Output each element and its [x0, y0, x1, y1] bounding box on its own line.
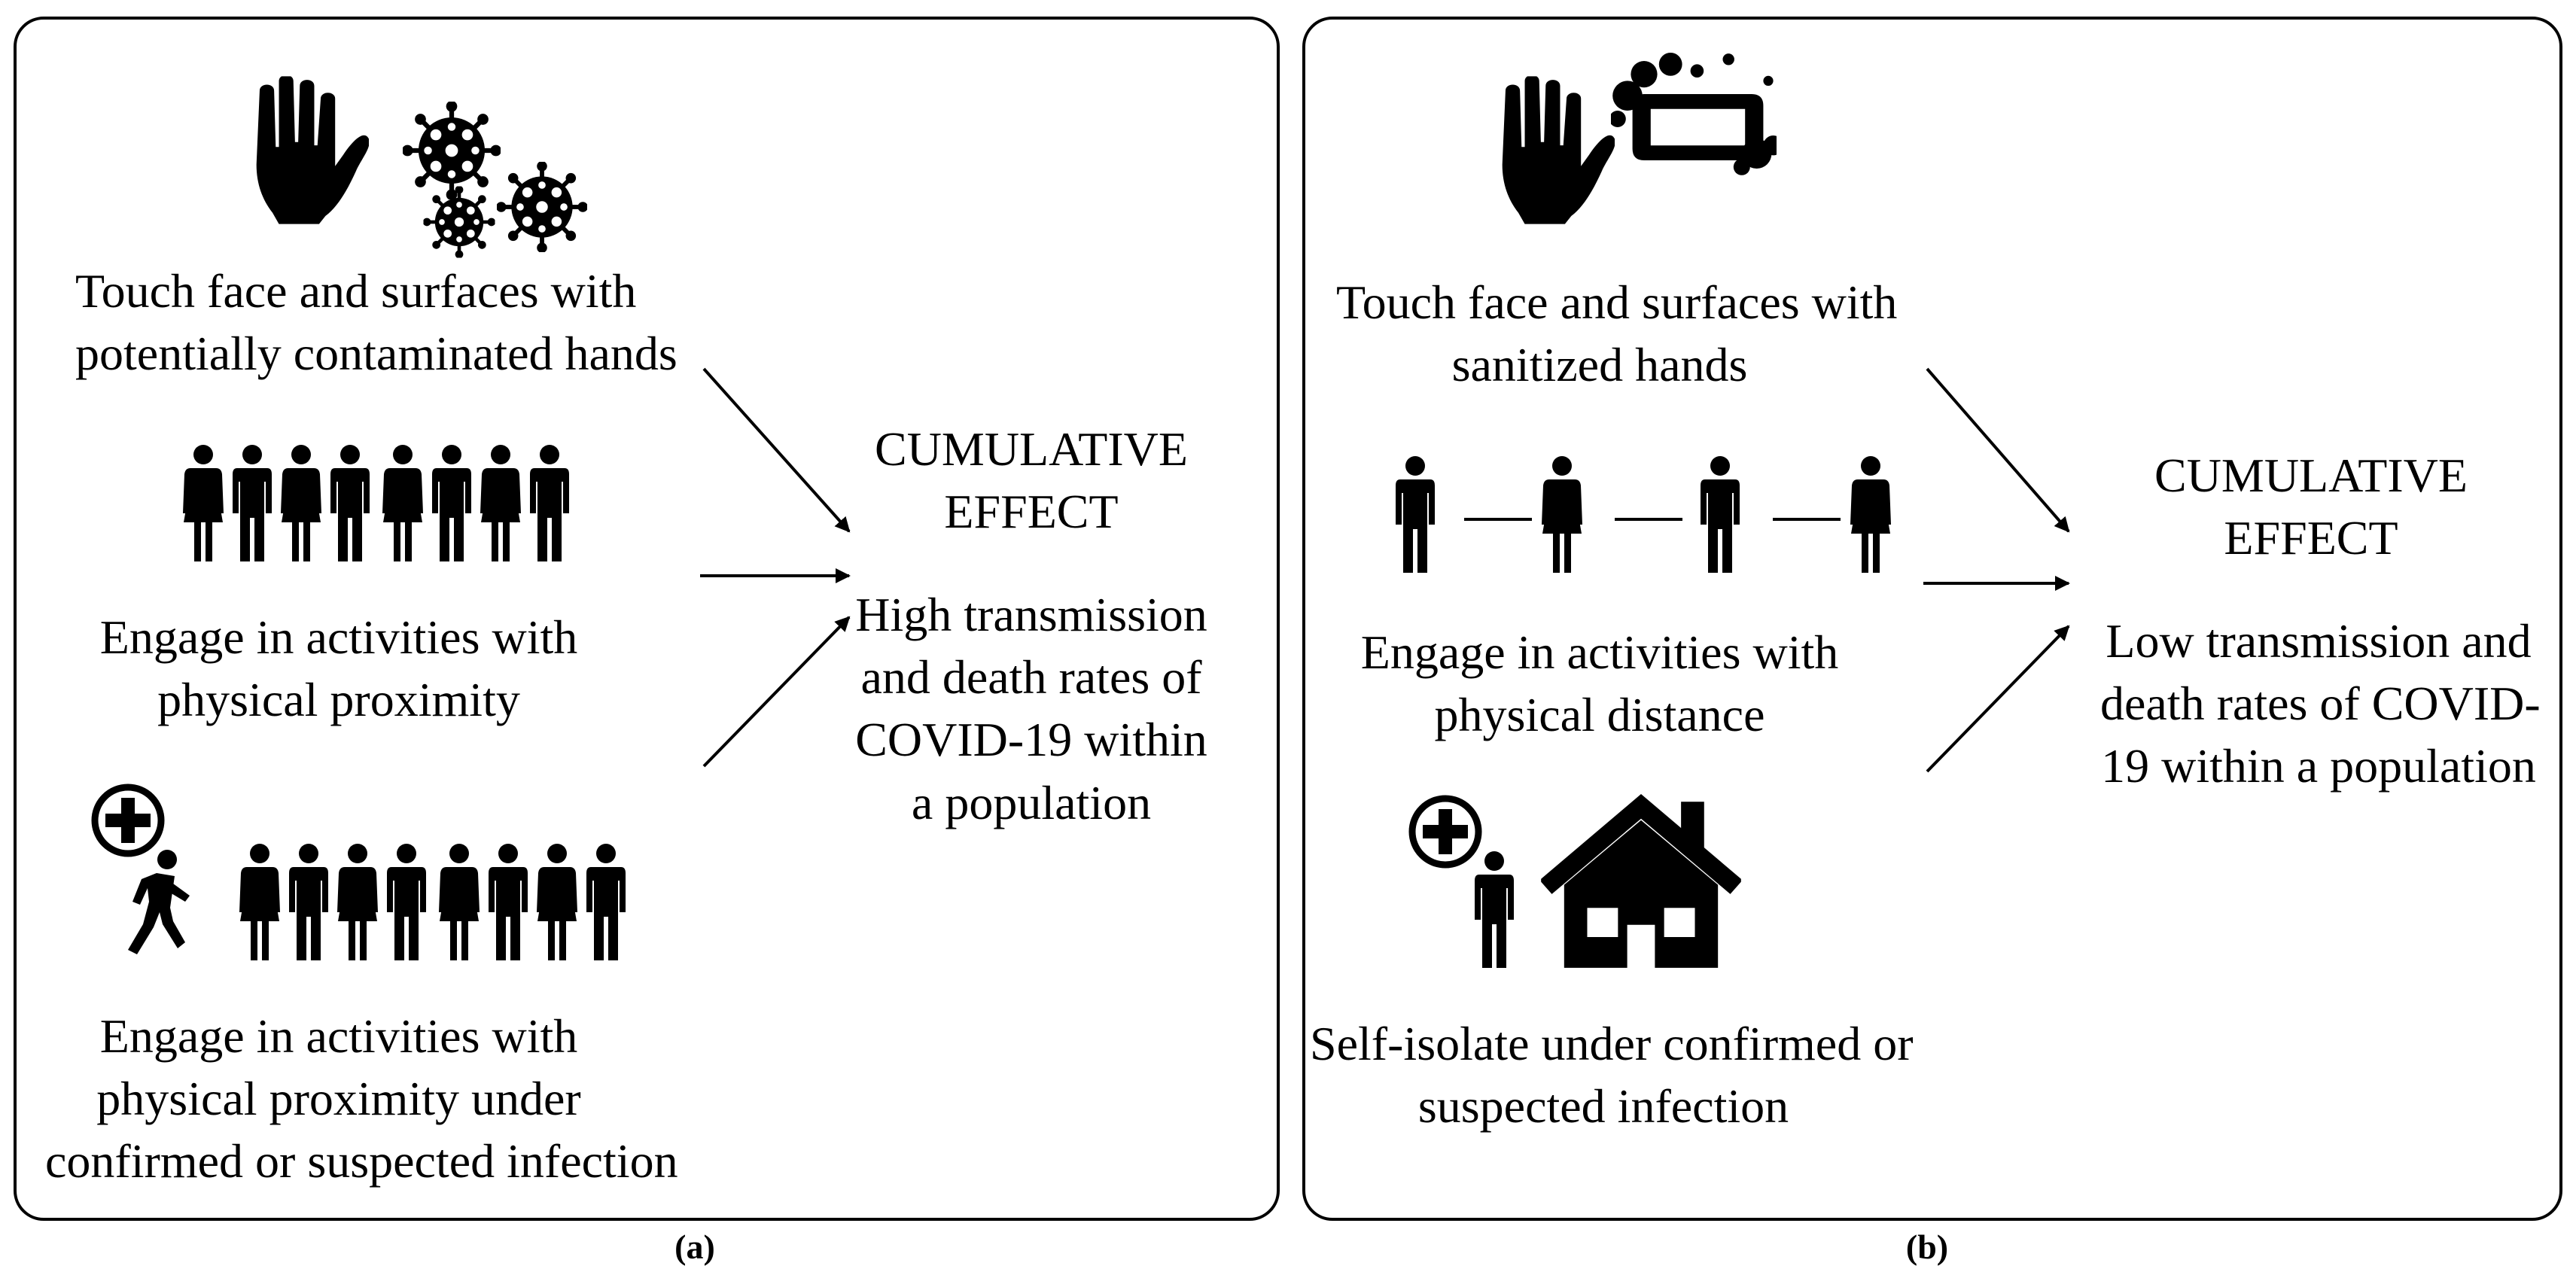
person-male-icon [1472, 850, 1517, 971]
person-male-icon [384, 843, 429, 963]
person-male-icon [527, 444, 572, 564]
person-male-icon [1698, 455, 1743, 576]
person-female-icon [335, 843, 380, 963]
virus-icon [388, 151, 459, 222]
person-male-icon [429, 444, 474, 564]
person-female-icon [279, 444, 324, 564]
panel-a [14, 17, 1280, 1221]
person-female-icon [1848, 455, 1893, 576]
person-female-icon [437, 843, 482, 963]
person-male-icon [230, 444, 275, 564]
virus-icon [452, 117, 542, 207]
panel-a-label: (a) [674, 1228, 715, 1266]
medical-cross-icon [90, 783, 166, 858]
panel-b [1302, 17, 2562, 1221]
virus-icon [354, 53, 452, 151]
house-icon [1539, 794, 1743, 971]
person-female-icon [380, 444, 425, 564]
person-female-icon [1539, 455, 1585, 576]
person-female-icon [478, 444, 523, 564]
panel-b-label: (b) [1905, 1228, 1949, 1266]
person-female-icon [181, 444, 226, 564]
person-male-icon [1393, 455, 1438, 576]
person-male-icon [583, 843, 629, 963]
person-female-icon [237, 843, 282, 963]
person-male-icon [486, 843, 531, 963]
running-person-icon [120, 849, 196, 962]
soap-bar-icon [1611, 53, 1777, 177]
person-male-icon [327, 444, 373, 564]
hand-icon [248, 75, 369, 226]
person-female-icon [534, 843, 580, 963]
person-male-icon [286, 843, 331, 963]
hand-icon [1494, 75, 1615, 226]
